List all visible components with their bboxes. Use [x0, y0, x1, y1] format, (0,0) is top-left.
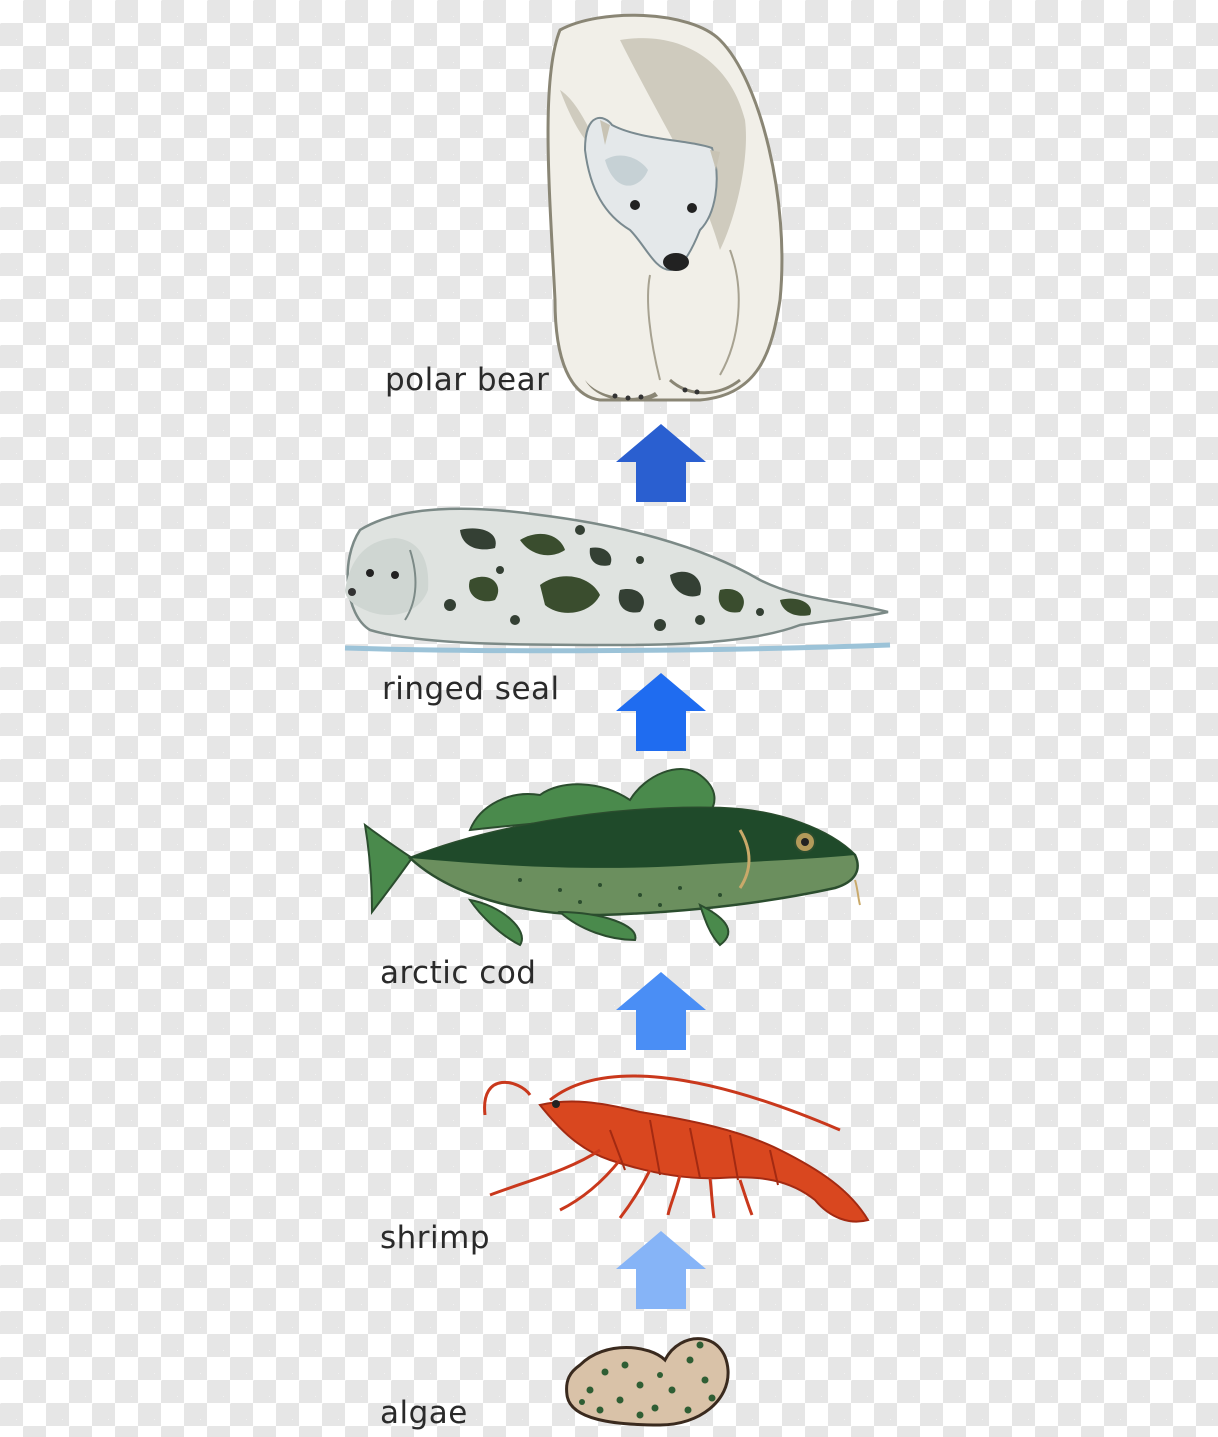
label-polar-bear: polar bear [385, 362, 549, 398]
algae-icon [567, 1339, 729, 1425]
label-algae: algae [380, 1395, 468, 1431]
arrow-up-algae-to-shrimp [616, 1231, 706, 1309]
fish-icon [365, 769, 860, 945]
label-ringed-seal: ringed seal [382, 671, 560, 707]
seal-icon [345, 509, 890, 651]
arrow-up-seal-to-bear [616, 424, 706, 502]
arrow-up-shrimp-to-cod [616, 972, 706, 1050]
label-arctic-cod: arctic cod [380, 955, 536, 991]
label-shrimp: shrimp [380, 1220, 490, 1256]
arrow-up-cod-to-seal [616, 673, 706, 751]
shrimp-icon [485, 1076, 868, 1222]
polar-bear-icon [548, 15, 782, 401]
